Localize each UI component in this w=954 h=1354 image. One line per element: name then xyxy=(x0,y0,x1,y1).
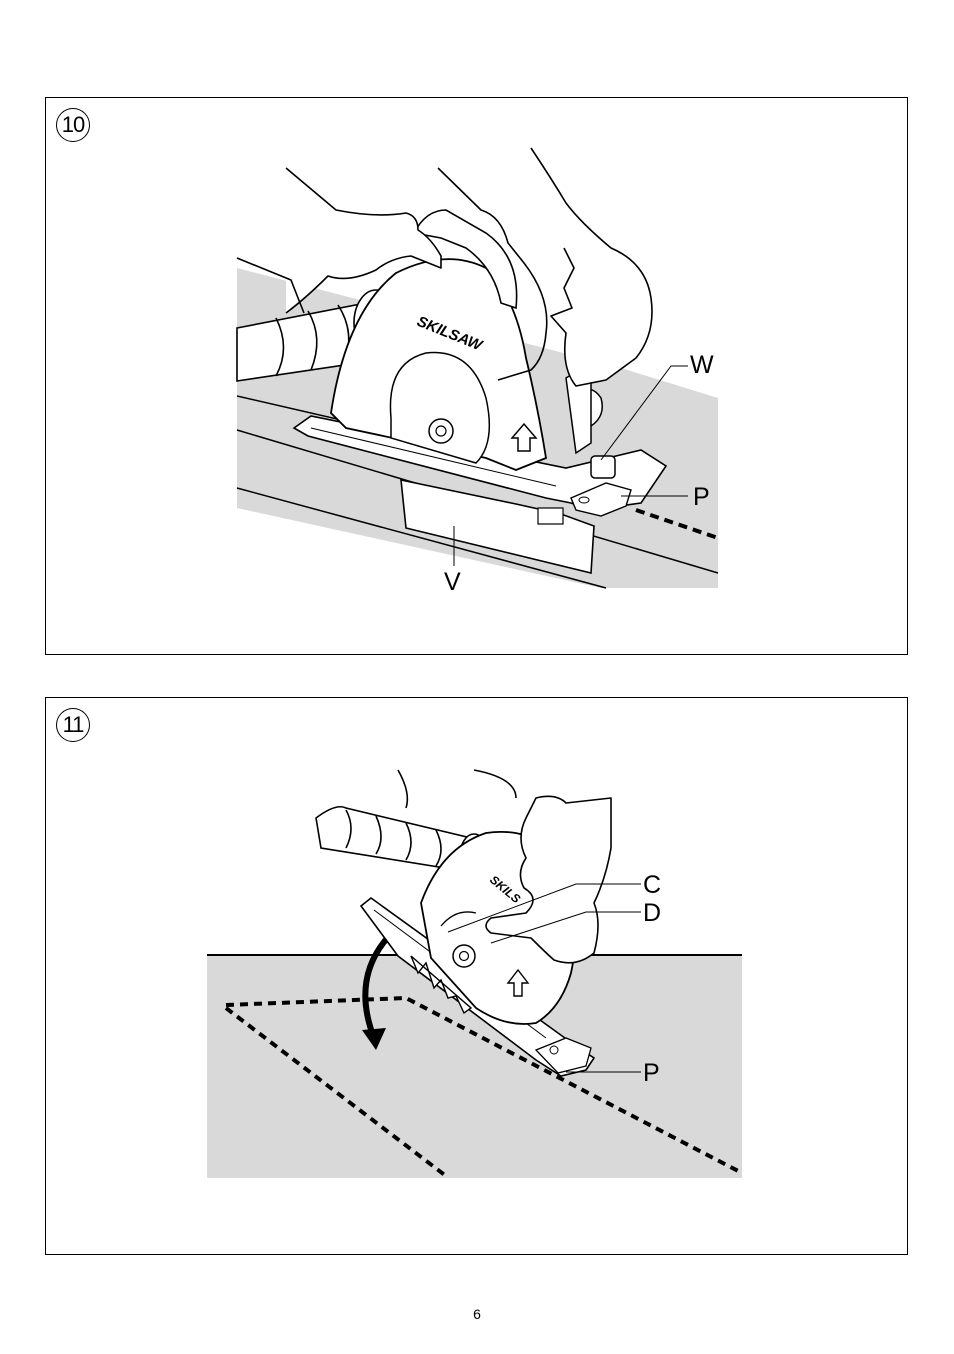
label-w: W xyxy=(690,353,714,378)
label-c: C xyxy=(643,873,661,898)
knob-w xyxy=(591,456,615,478)
label-p: P xyxy=(643,1061,660,1086)
figure-10-illustration: SKILSAW xyxy=(46,98,909,656)
label-p: P xyxy=(693,485,710,510)
figure-11-illustration: SKILS xyxy=(46,698,909,1256)
figure-10-panel: 10 SKILSAW xyxy=(45,97,908,655)
page-number: 6 xyxy=(0,1306,954,1322)
label-d: D xyxy=(643,901,661,926)
figure-11-panel: 11 SKILS xyxy=(45,697,908,1255)
label-v: V xyxy=(444,570,461,595)
